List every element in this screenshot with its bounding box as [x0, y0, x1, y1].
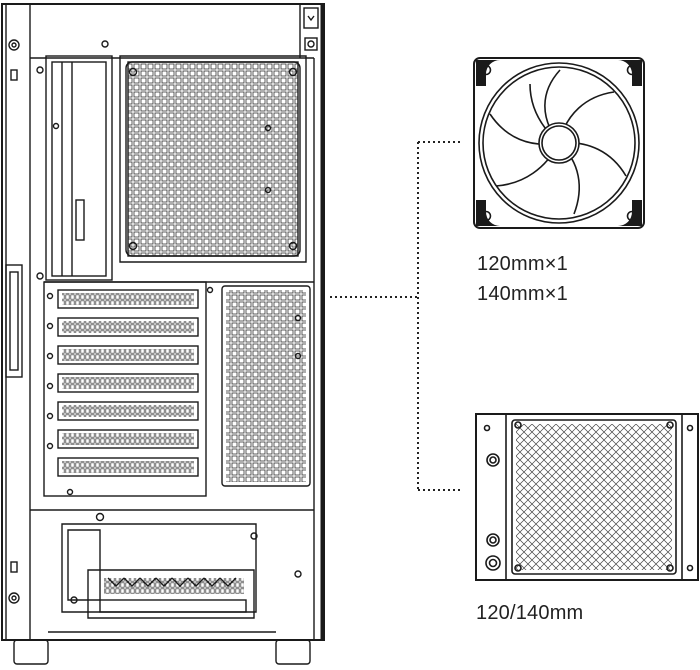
fan-size-120: 120mm×1: [477, 253, 568, 275]
pci-slot-covers: [57, 289, 199, 477]
case-fan-icon: [473, 57, 645, 229]
radiator-size-label: 120/140mm: [476, 602, 584, 624]
fan-size-140: 140mm×1: [477, 283, 568, 305]
pc-case-rear-view: [1, 3, 325, 665]
option-connector: [330, 141, 462, 491]
radiator-icon: [475, 413, 699, 581]
